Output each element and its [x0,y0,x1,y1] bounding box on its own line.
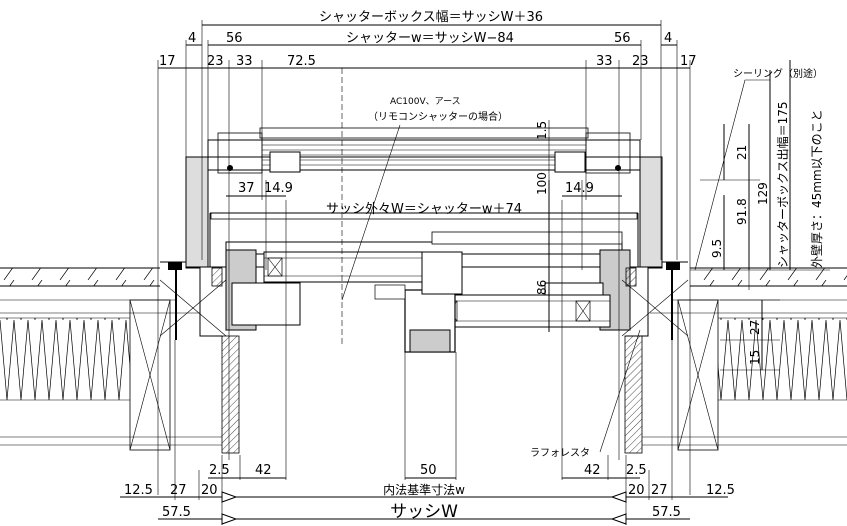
note-shutter-box-projection: シャッターボックス出幅＝175 [775,101,790,268]
dim-57-5-left: 57.5 [162,505,191,520]
exterior-wall-right [642,267,847,451]
dim-14-9-left: 14.9 [264,181,293,196]
dim-17-right: 17 [680,54,697,69]
exterior-wall-left [0,267,222,451]
dim-20-right: 20 [628,483,645,498]
note-sealing: シーリング（別途） [733,67,823,80]
dim-37: 37 [238,181,255,196]
dim-15: 15 [748,350,762,365]
bottom-dimensions [120,200,728,525]
dim-33-right: 33 [596,54,613,69]
dim-42-left: 42 [255,463,272,478]
dim-12-5-left: 12.5 [124,483,153,498]
top-dimensions [157,20,691,495]
dim-4-right: 4 [664,31,672,46]
flashing [159,261,689,340]
sash-frame [225,231,631,353]
dim-56-left: 56 [226,31,243,46]
dim-9-5: 9.5 [710,239,724,258]
note-remote-case: （リモコンシャッターの場合） [368,110,508,123]
label-inner-reference: 内法基準寸法w [383,482,465,497]
dim-21: 21 [735,145,749,160]
dim-2-5-right: 2.5 [626,463,647,478]
dim-27-right: 27 [651,483,668,498]
dim-27-vertical: 27 [748,320,762,335]
dim-4-left: 4 [188,31,196,46]
dim-23-right: 23 [632,54,649,69]
label-shutter-w: シャッターw＝サッシW−84 [346,31,514,46]
label-sash-w: サッシW [390,502,458,522]
dim-91-8: 91.8 [735,198,749,225]
dim-17-left: 17 [159,54,176,69]
dim-86: 86 [535,280,549,295]
dim-23-left: 23 [207,54,224,69]
dim-50: 50 [420,463,437,478]
dim-129: 129 [756,182,770,205]
dim-2-5-left: 2.5 [209,463,230,478]
dim-27-left: 27 [170,483,187,498]
dim-20-left: 20 [201,483,218,498]
vertical-dimensions [548,60,830,371]
label-sash-outer-w: サッシ外々W＝シャッターw＋74 [326,202,522,217]
dim-100: 100 [535,172,549,195]
note-lath-board: ラフォレスタ [530,447,590,459]
dim-1-5: 1.5 [535,121,549,140]
dim-12-5-right: 12.5 [706,483,735,498]
label-shutter-box-width: シャッターボックス幅＝サッシW＋36 [319,10,543,25]
dim-72-5: 72.5 [287,54,316,69]
dim-42-right: 42 [584,463,601,478]
dim-56-right: 56 [614,31,631,46]
note-wall-thickness: 外壁厚さ：45mm以下のこと [809,109,824,268]
dim-14-9-right: 14.9 [565,181,594,196]
dim-57-5-right: 57.5 [652,505,681,520]
note-ac-power: AC100V、アース [390,97,461,107]
jamb-board-right [624,335,643,454]
dim-33-left: 33 [236,54,253,69]
jamb-board-left [221,335,240,454]
